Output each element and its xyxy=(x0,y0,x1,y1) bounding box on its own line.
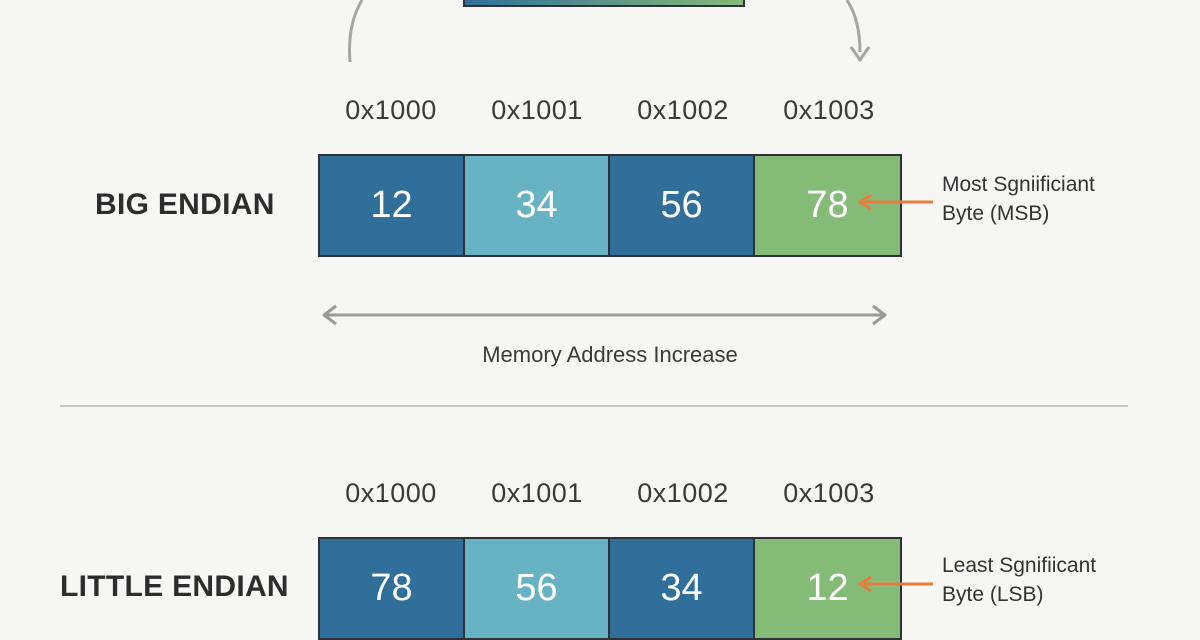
byte-cell: 56 xyxy=(610,156,755,255)
lsb-note-line1: Least Sgnifiicant xyxy=(942,554,1097,577)
msb-note: Most Sgniificiant Byte (MSB) xyxy=(942,170,1182,228)
right-curved-arrow xyxy=(845,0,862,53)
address-label: 0x1003 xyxy=(783,478,875,508)
address-label: 0x1002 xyxy=(637,478,729,508)
byte-cell: 34 xyxy=(465,156,610,255)
section-divider xyxy=(60,405,1128,407)
big-endian-byte-row: 12 34 56 78 xyxy=(318,154,902,257)
address-label: 0x1000 xyxy=(345,95,437,125)
address-label: 0x1001 xyxy=(491,95,583,125)
left-curved-arrow xyxy=(348,0,364,63)
little-endian-address-row: 0x1000 0x1001 0x1002 0x1003 xyxy=(318,476,902,510)
lsb-pointer-arrow-icon xyxy=(858,575,933,593)
byte-cell: 12 xyxy=(320,156,465,255)
msb-note-line1: Most Sgniificiant xyxy=(942,173,1095,196)
address-label: 0x1002 xyxy=(637,95,729,125)
address-label: 0x1003 xyxy=(783,95,875,125)
top-partial-box xyxy=(463,0,745,7)
lsb-note-line2: Byte (LSB) xyxy=(942,583,1044,606)
byte-cell: 12 xyxy=(755,539,900,638)
byte-cell: 56 xyxy=(465,539,610,638)
memory-address-double-arrow-icon xyxy=(322,304,887,326)
byte-cell: 78 xyxy=(320,539,465,638)
little-endian-byte-row: 78 56 34 12 xyxy=(318,537,902,640)
top-decoration xyxy=(348,0,871,63)
big-endian-title: BIG ENDIAN xyxy=(95,188,275,221)
lsb-note: Least Sgnifiicant Byte (LSB) xyxy=(942,551,1182,609)
address-label: 0x1000 xyxy=(345,478,437,508)
byte-cell: 78 xyxy=(755,156,900,255)
msb-note-line2: Byte (MSB) xyxy=(942,202,1050,225)
memory-address-axis-label: Memory Address Increase xyxy=(482,342,738,367)
little-endian-title: LITTLE ENDIAN xyxy=(60,570,289,603)
msb-pointer-arrow-icon xyxy=(858,193,933,211)
big-endian-address-row: 0x1000 0x1001 0x1002 0x1003 xyxy=(318,93,902,127)
address-label: 0x1001 xyxy=(491,478,583,508)
right-curved-arrowhead xyxy=(849,46,871,62)
byte-cell: 34 xyxy=(610,539,755,638)
